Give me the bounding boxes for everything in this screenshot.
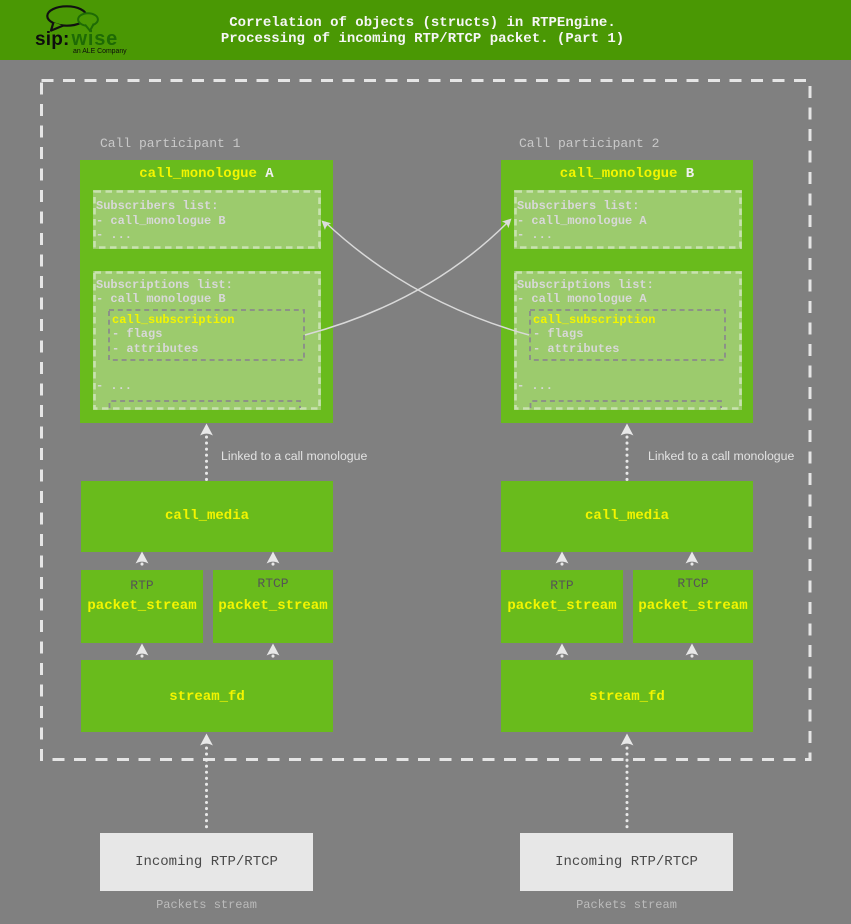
svg-text:sip:: sip: bbox=[35, 29, 70, 50]
svg-text:wise: wise bbox=[71, 28, 119, 50]
svg-text:an ALE Company: an ALE Company bbox=[73, 48, 127, 55]
